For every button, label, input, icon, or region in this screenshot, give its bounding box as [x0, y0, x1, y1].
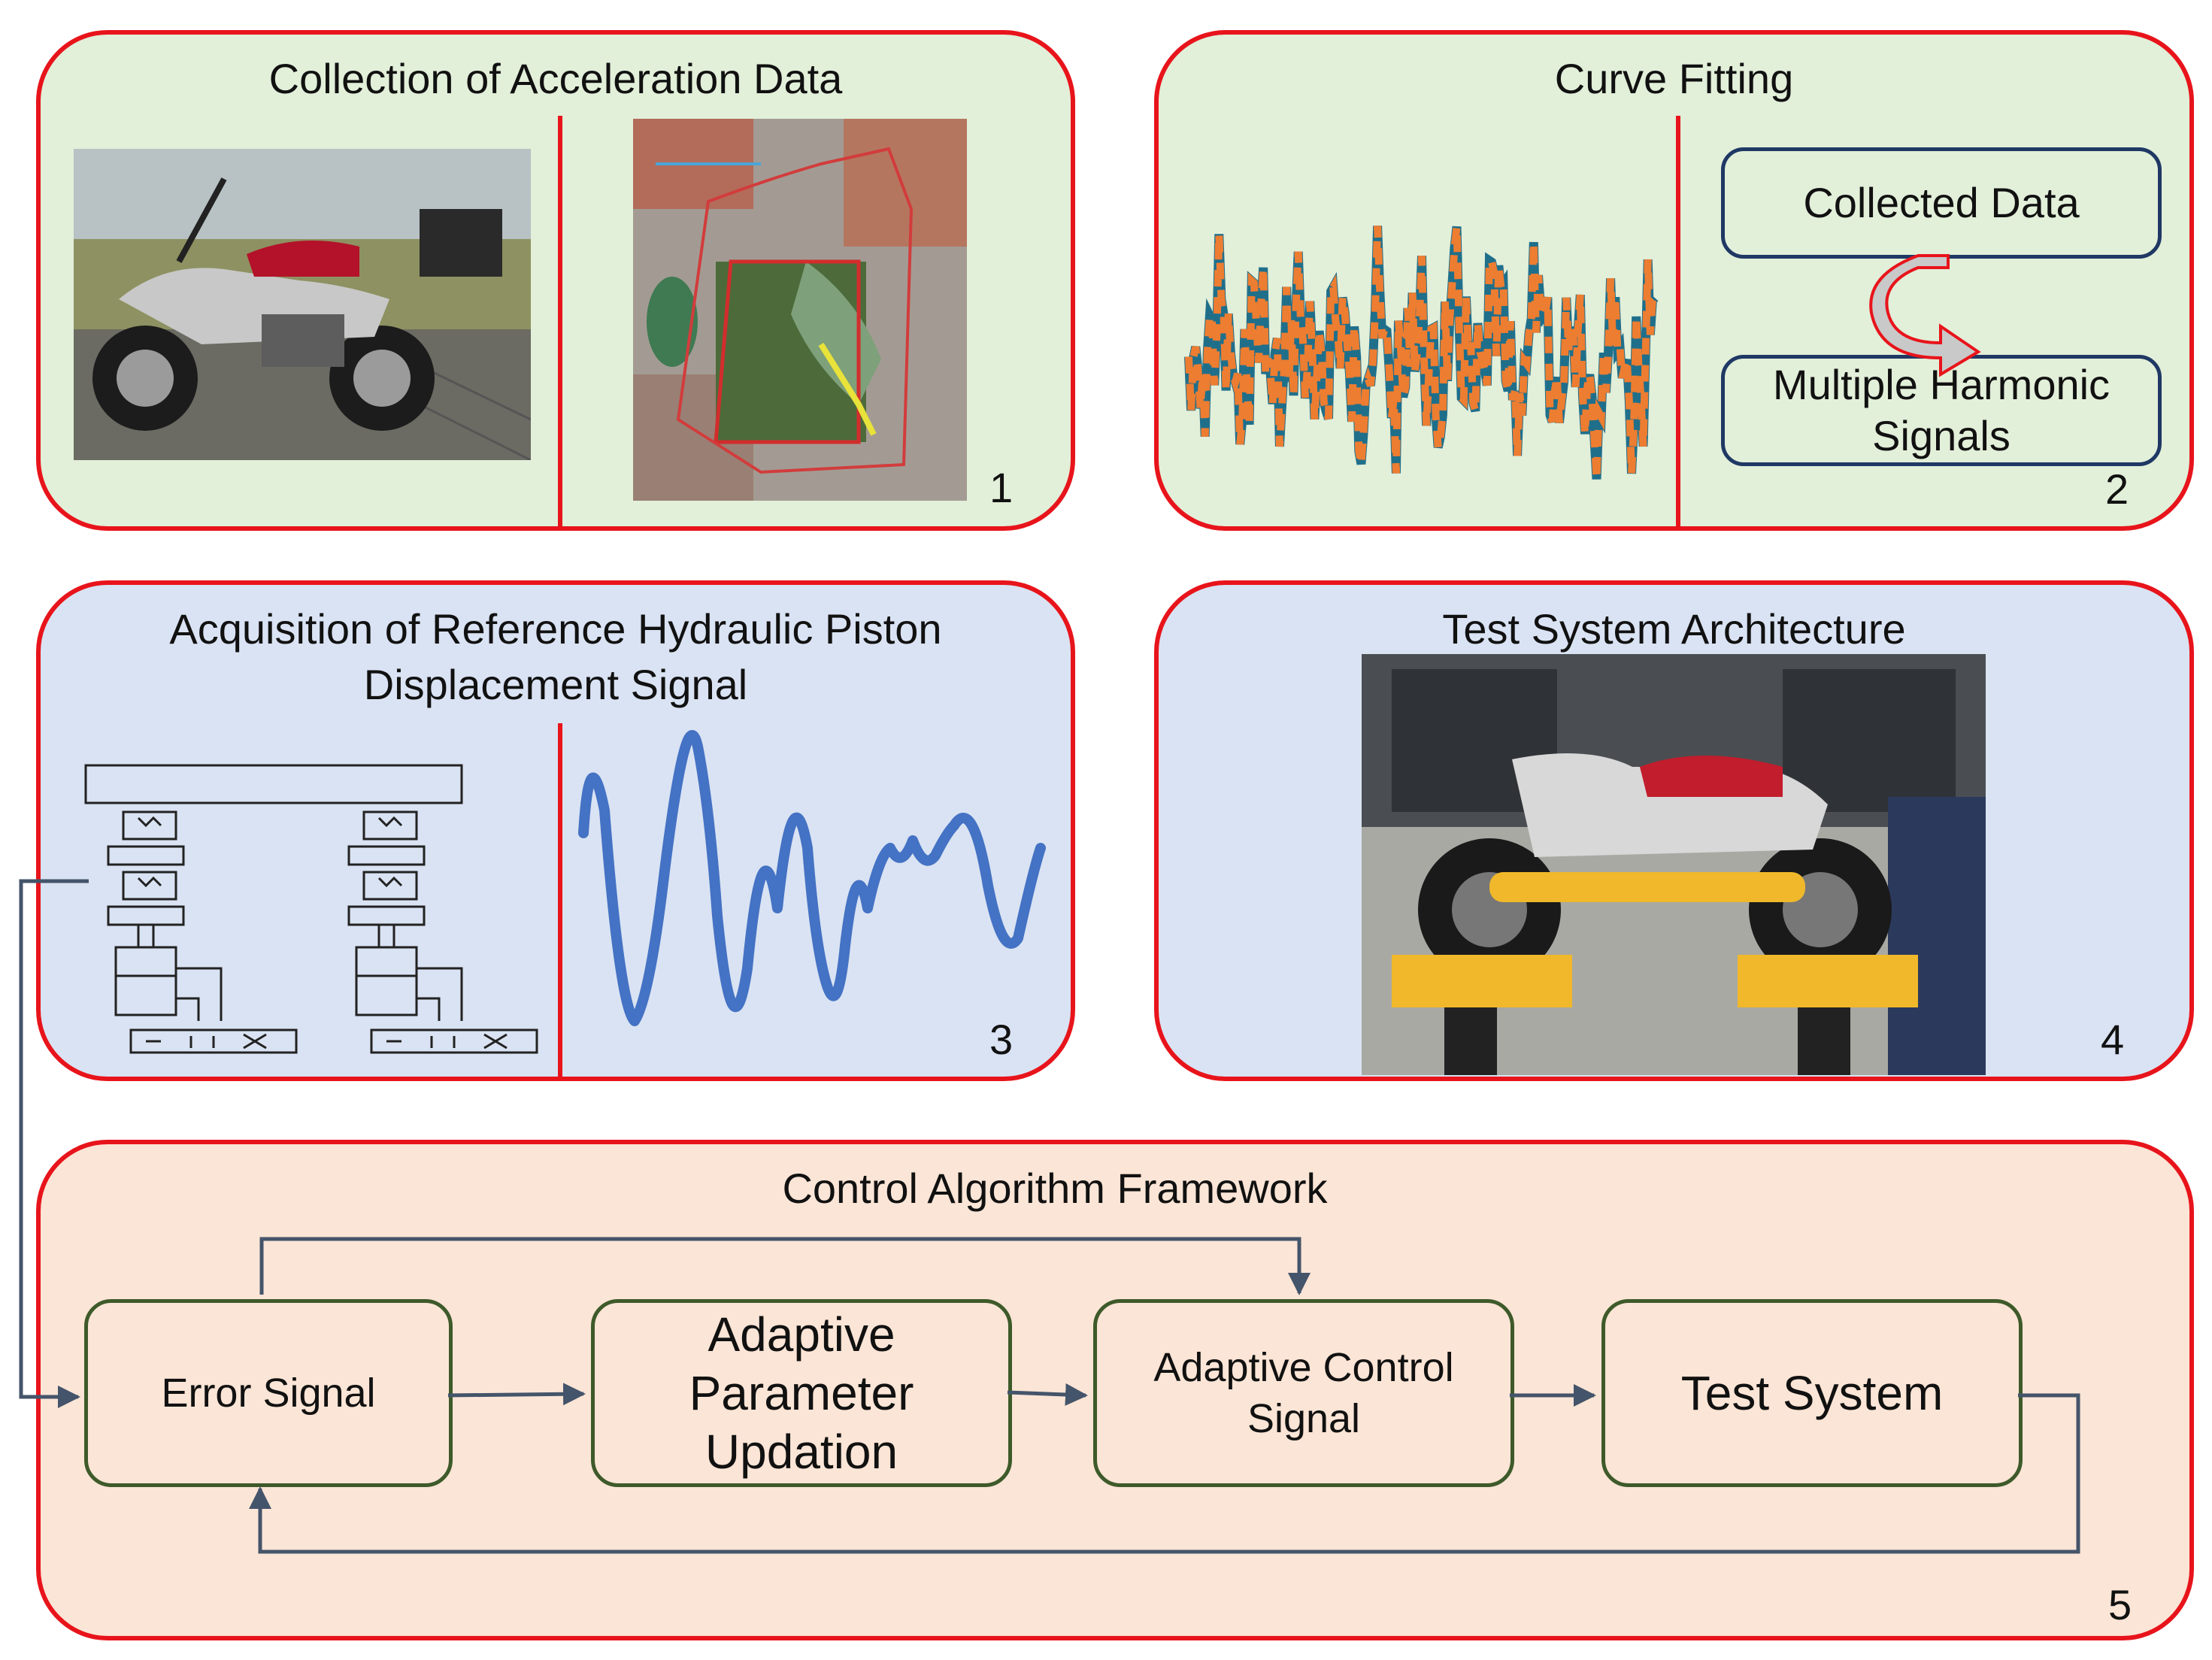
panel-number: 3	[989, 1016, 1014, 1063]
panel-title: Control Algorithm Framework	[782, 1165, 1328, 1212]
adaptive-control-line1: Adaptive Control	[1153, 1345, 1454, 1390]
error-to-control-arrow	[259, 1237, 1311, 1295]
panel-title: Curve Fitting	[1554, 55, 1794, 102]
curved-arrow-icon	[1869, 254, 1981, 377]
panel-number: 5	[2108, 1581, 2132, 1628]
test-rig-photo	[1362, 654, 1986, 1075]
harmonic-label-line2: Signals	[1872, 412, 2010, 459]
adaptive-control-line2: Signal	[1247, 1396, 1361, 1441]
adaptive-control-box: Adaptive Control Signal	[1093, 1299, 1514, 1487]
error-to-parameter-arrow	[447, 1383, 586, 1406]
test-system-box: Test System	[1601, 1299, 2023, 1487]
panel-test-system-architecture: Test System Architecture 4	[1154, 580, 2194, 1081]
test-system-label: Test System	[1680, 1366, 1944, 1420]
panel-divider	[1676, 116, 1680, 531]
adaptive-parameter-box: Adaptive Parameter Updation	[591, 1299, 1012, 1487]
displacement-signal-plot	[578, 730, 1046, 1026]
parameter-to-control-arrow	[1007, 1383, 1088, 1406]
adaptive-parameter-line2: Parameter	[689, 1366, 914, 1420]
feedback-arrow	[249, 1393, 2080, 1554]
motorcycle-illustration	[74, 149, 531, 460]
panel-divider	[558, 723, 562, 1081]
map-illustration	[633, 119, 967, 501]
panel-acceleration-data: Collection of Acceleration Data 1	[36, 30, 1075, 531]
reference-feed-arrow	[19, 879, 89, 1408]
motorcycle-photo	[74, 149, 531, 460]
panel-number: 1	[989, 464, 1014, 511]
fitted-signal-line	[1185, 226, 1658, 480]
panel-title: Test System Architecture	[1442, 605, 1906, 653]
adaptive-parameter-line3: Updation	[705, 1425, 898, 1479]
error-signal-label: Error Signal	[161, 1371, 376, 1416]
panel-number: 4	[2101, 1016, 2125, 1063]
panel-divider	[558, 116, 562, 531]
test-rig-illustration	[1362, 654, 1986, 1075]
error-signal-box: Error Signal	[84, 1299, 453, 1487]
hydraulic-schematic	[84, 764, 538, 1054]
panel-title-line1: Acquisition of Reference Hydraulic Pisto…	[169, 605, 942, 653]
panel-curve-fitting: Curve Fitting 2 Collected Data Multiple …	[1154, 30, 2194, 531]
panel-number: 2	[2105, 465, 2129, 513]
curve-fit-plot	[1184, 226, 1659, 480]
route-map	[633, 119, 967, 501]
panel-reference-signal: Acquisition of Reference Hydraulic Pisto…	[36, 580, 1075, 1081]
panel-control-algorithm: Control Algorithm Framework 5 Error Sign…	[36, 1140, 2194, 1640]
collected-data-label: Collected Data	[1803, 179, 2080, 226]
panel-title: Collection of Acceleration Data	[268, 55, 843, 102]
adaptive-parameter-line1: Adaptive	[708, 1307, 895, 1362]
panel-title-line2: Displacement Signal	[363, 661, 748, 708]
